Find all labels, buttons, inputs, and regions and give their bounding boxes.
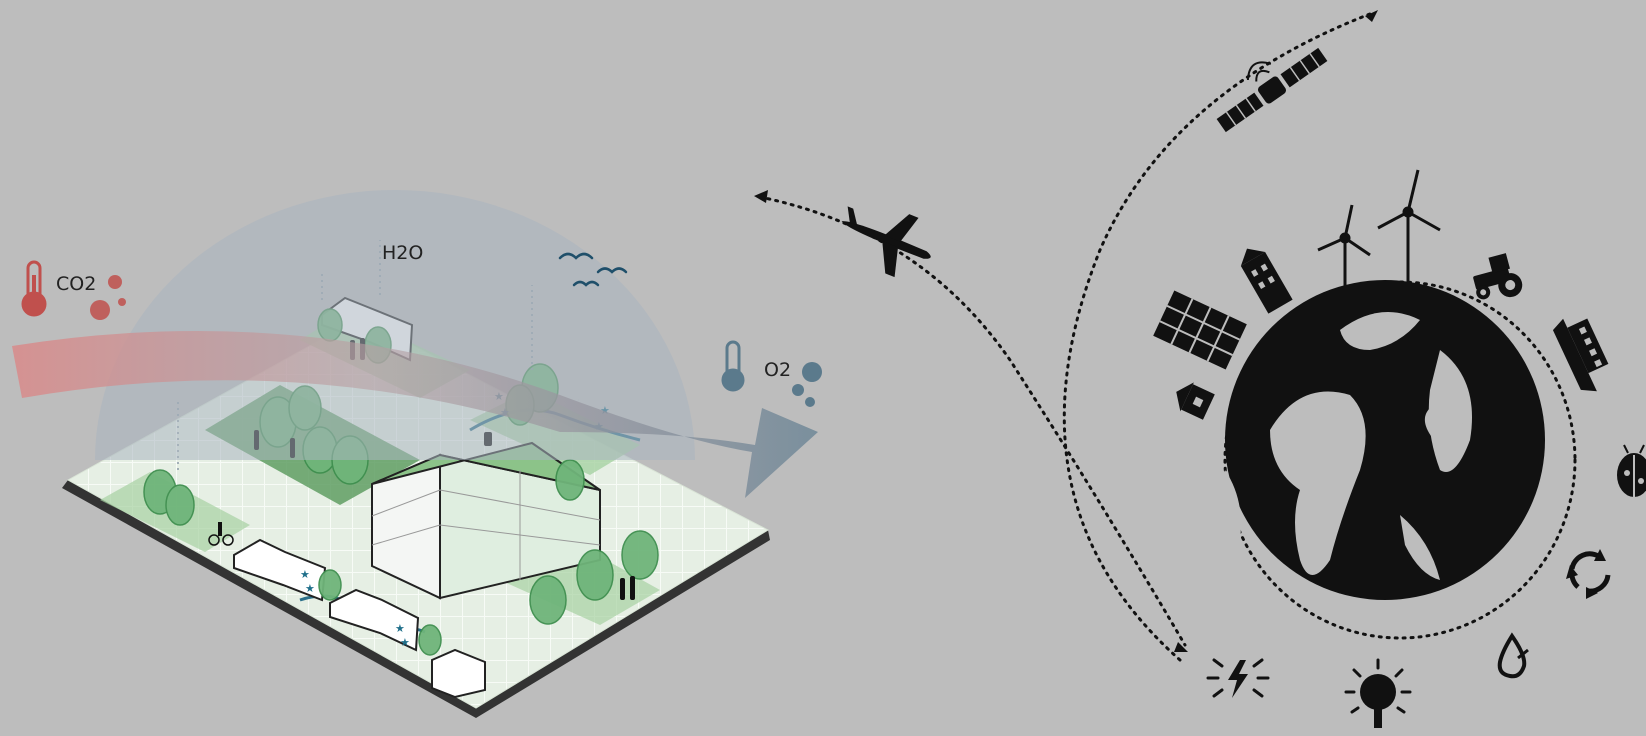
lightning-icon [1208, 660, 1268, 698]
o2-label: O2 [764, 359, 791, 381]
globe-icon [1220, 280, 1545, 600]
wind-turbine-icon [1318, 170, 1440, 290]
recycle-icon [1566, 549, 1608, 599]
building-icon [1235, 242, 1293, 314]
tractor-icon [1468, 251, 1525, 306]
tree-icon [1346, 660, 1410, 728]
h2o-label: H2O [382, 242, 423, 264]
airplane-trajectory [760, 197, 1185, 645]
airplane-icon [830, 192, 943, 287]
co2-indicator: CO2 [23, 262, 126, 320]
thermometer-icon [723, 342, 743, 390]
o2-bubbles [792, 362, 822, 407]
svg-text:★: ★ [305, 582, 315, 595]
water-drop-icon [1500, 636, 1528, 676]
solar-panel-icon [1153, 290, 1247, 369]
svg-text:★: ★ [395, 622, 405, 635]
house-icon [1169, 377, 1215, 421]
thermometer-icon [23, 262, 45, 315]
ship-icon [1550, 309, 1616, 397]
svg-text:★: ★ [400, 636, 410, 649]
svg-text:★: ★ [300, 568, 310, 581]
ladybug-icon [1617, 445, 1646, 497]
satellite-icon [1203, 29, 1328, 134]
o2-indicator: O2 [723, 342, 822, 407]
co2-label: CO2 [56, 273, 96, 295]
